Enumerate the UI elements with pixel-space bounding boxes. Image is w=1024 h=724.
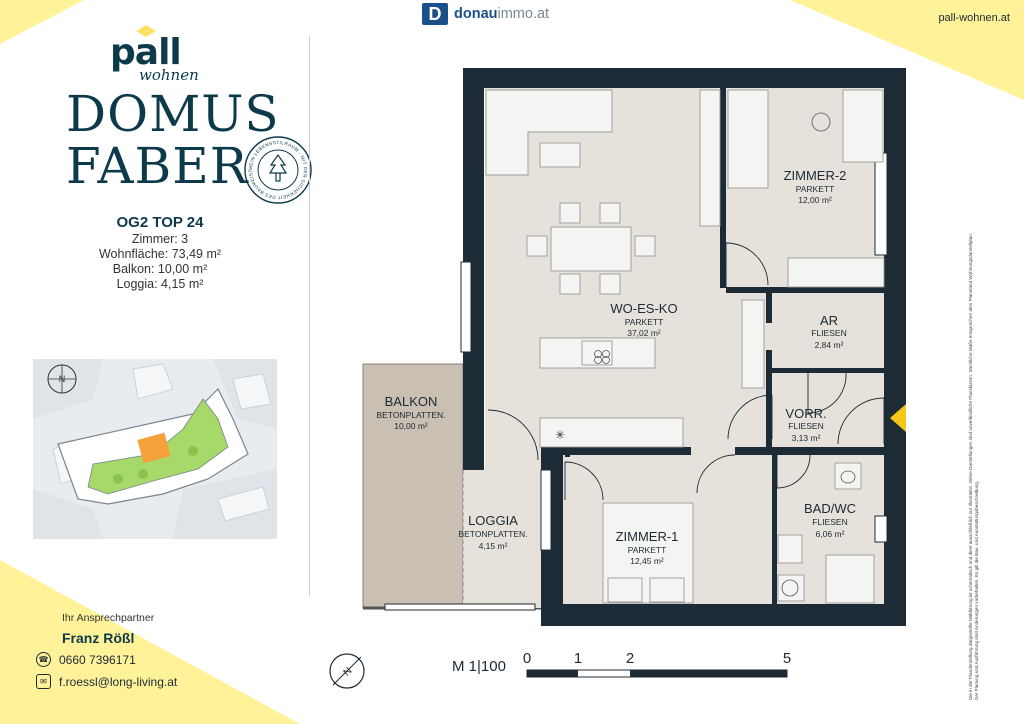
project-title-line1: DOMUS [66,85,280,143]
unit-title: OG2 TOP 24 [116,214,204,231]
room-name: LOGGIA [468,513,518,528]
room-floor: PARKETT [796,184,835,194]
column-divider [309,36,310,596]
room-zimmer-1-label: ZIMMER-1 PARKETT 12,45 m² [616,529,679,566]
room-area: 4,15 m² [479,541,508,551]
room-name: ZIMMER-2 [784,168,847,183]
furniture [485,89,885,604]
room-ar-label: AR FLIESEN 2,84 m² [811,313,846,350]
scale-tick-1: 1 [574,650,582,667]
donauimmo-logo-text: donauimmo.at [454,6,549,22]
logo-diamond [136,25,156,37]
project-title-line2: FABER [66,137,249,195]
room-floor: PARKETT [628,545,667,555]
svg-text:✳: ✳ [555,428,565,442]
yellow-corner-bottom-left [0,560,300,724]
interior-walls [541,88,884,604]
room-area: 2,84 m² [815,340,844,350]
spec-loggia: Loggia: 4,15 m² [116,277,204,291]
room-floor: FLIESEN [788,421,823,431]
room-name: AR [820,313,838,328]
compass-icon: N [329,653,365,689]
phone-icon: ☎ [36,652,51,667]
room-name: ZIMMER-1 [616,529,679,544]
donauimmo-logo-mark: D [422,3,448,25]
site-plan-map: N [33,359,277,539]
windows [384,152,888,611]
disclaimer-text: Die in der Planderstellung dargestellte … [968,233,979,700]
room-loggia-label: LOGGIA BETONPLATTEN. 4,15 m² [458,513,527,551]
room-area: 37,02 m² [627,328,661,338]
room-balkon-label: BALKON BETONPLATTEN. 10,00 m² [376,394,445,431]
room-floor: FLIESEN [812,517,847,527]
scale-bar: 0 1 2 5 [523,650,791,678]
room-area: 12,45 m² [630,556,664,566]
pall-logo-subtitle: wohnen [139,66,199,84]
room-floor: PARKETT [625,317,664,327]
project-title: DOMUS FABER [66,88,280,192]
seal-tree-icon [268,153,288,182]
donauimmo-logo[interactable]: D donauimmo.at [422,3,549,25]
site-unit-highlight [137,432,171,464]
yellow-corner-top-right [790,0,1024,100]
room-area: 10,00 m² [394,421,428,431]
site-north-label: N [59,374,66,384]
contact-title: Ihr Ansprechpartner [62,612,155,624]
scale-label: M 1|100 [452,658,506,675]
door-swings [487,242,885,501]
room-wo-es-ko-label: WO-ES-KO PARKETT 37,02 m² [610,301,677,338]
spec-living-area: Wohnfläche: 73,49 m² [98,247,222,261]
contact-email-row[interactable]: ✉ f.roessl@long-living.at [36,674,177,689]
spec-rooms: Zimmer: 3 [131,232,189,246]
logo-text-b: immo.at [497,6,550,22]
scale-tick-5: 5 [783,650,791,667]
entrance-arrow-icon [890,404,906,432]
contact-email[interactable]: f.roessl@long-living.at [59,674,178,689]
scale-tick-2: 2 [626,650,634,667]
website-link[interactable]: pall-wohnen.at [938,12,1010,24]
floor-plan: ✳ ZIMMER-2 PARKETT 12,00 m² WO-ES-KO PAR… [362,68,906,626]
contact-phone-row[interactable]: ☎ 0660 7396171 [36,652,136,667]
spec-balcony: Balkon: 10,00 m² [112,262,208,276]
room-area: 3,13 m² [792,433,821,443]
pall-logo: pall [110,32,182,73]
room-floor: FLIESEN [811,328,846,338]
logo-text-a: donau [454,6,498,22]
room-name: BALKON [385,394,438,409]
room-vorr-label: VORR. FLIESEN 3,13 m² [785,406,826,443]
unit-specs: Zimmer: 3 Wohnfläche: 73,49 m² Balkon: 1… [60,232,260,292]
room-zimmer-2-label: ZIMMER-2 PARKETT 12,00 m² [784,168,847,205]
room-area: 6,06 m² [816,529,845,539]
room-bad-wc-label: BAD/WC FLIESEN 6,06 m² [804,501,856,539]
contact-phone[interactable]: 0660 7396171 [59,652,136,667]
site-green-area [87,398,229,495]
seal-badge: MEIN LEBENSSTILRAUM · MIT DER SICHERHEIT… [243,135,312,204]
contact-name: Franz Rößl [62,630,135,646]
room-name: VORR. [785,406,826,421]
disclaimer-body: Die in der Planderstellung dargestellte … [968,233,979,700]
room-name: BAD/WC [804,501,856,516]
room-floor: BETONPLATTEN. [376,410,445,420]
room-area: 12,00 m² [798,195,832,205]
room-name: WO-ES-KO [610,301,677,316]
scale-tick-0: 0 [523,650,531,667]
room-floor: BETONPLATTEN. [458,529,527,539]
email-icon: ✉ [36,674,51,689]
yellow-corner-top-left [0,0,84,44]
